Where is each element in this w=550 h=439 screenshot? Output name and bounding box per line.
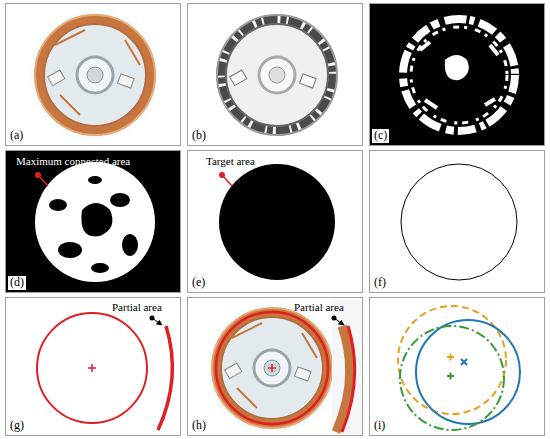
image-panel: (e) Target area: [187, 150, 363, 293]
image-panel: (h) Partial area: [187, 297, 363, 436]
panel-label: (a): [8, 129, 25, 143]
panel-label: (f): [372, 276, 388, 290]
panel-label: (h): [190, 419, 208, 433]
panel-label: (g): [8, 419, 26, 433]
image-panel: (i): [369, 297, 545, 436]
annotation: Partial area: [112, 301, 162, 314]
panel-label: (e): [190, 276, 207, 290]
image-panel: (b): [187, 3, 363, 146]
image-panel: (g) Partial area: [5, 297, 181, 436]
annotation: Partial area: [294, 301, 344, 314]
panel-label: (b): [190, 129, 208, 143]
panel-label: (i): [372, 419, 387, 433]
image-panel: (f): [369, 150, 545, 293]
panel-label: (d): [8, 276, 26, 290]
image-panel: (c): [369, 3, 545, 146]
annotation: Maximum connected area: [16, 155, 130, 168]
image-panel: (a): [5, 3, 181, 146]
annotation: Target area: [206, 155, 255, 168]
panel-label: (c): [372, 129, 389, 143]
image-panel: (d) Maximum connected area: [5, 150, 181, 293]
